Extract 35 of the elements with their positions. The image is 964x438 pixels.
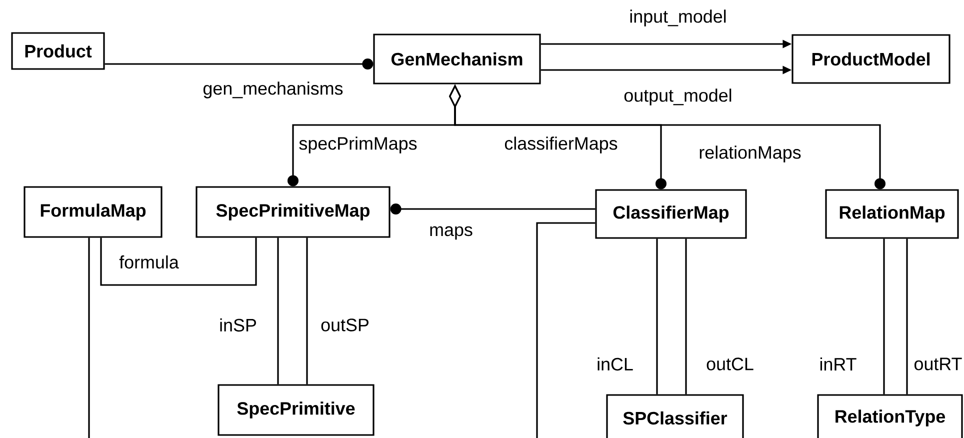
association-line <box>100 238 257 286</box>
class-box: SpecPrimitiveMap <box>196 186 390 238</box>
edge-label: inCL <box>596 356 634 372</box>
class-box: RelationMap <box>825 189 959 239</box>
association-line <box>883 238 885 394</box>
association-line <box>390 204 596 214</box>
edge-label: gen_mechanisms <box>202 80 344 100</box>
edge-label: maps <box>428 225 474 241</box>
edge-label: classifierMaps <box>503 136 619 154</box>
class-box: GenMechanism <box>373 34 541 84</box>
edge-label: relationMaps <box>698 144 802 164</box>
edge-label: outRT <box>912 356 964 372</box>
edge-label: formula <box>118 254 180 270</box>
edge-label: input_model <box>628 8 728 28</box>
class-box: ProductModel <box>792 34 950 84</box>
edge-label: outSP <box>320 318 370 332</box>
association-line <box>104 58 374 70</box>
edge-label: specPrimMaps <box>298 136 418 154</box>
class-box: SpecPrimitive <box>218 384 374 436</box>
edge-label: inRT <box>818 356 858 372</box>
association-line <box>536 222 596 438</box>
association-line <box>906 238 908 394</box>
class-box: SPClassifier <box>606 394 744 438</box>
class-box: ClassifierMap <box>595 189 747 239</box>
edge-label: outCL <box>705 356 755 372</box>
edge-label: inSP <box>218 317 258 333</box>
association-line <box>277 238 279 384</box>
association-line <box>656 238 658 394</box>
class-box: RelationType <box>817 394 963 438</box>
class-box: FormulaMap <box>24 186 162 238</box>
class-box: Product <box>11 32 105 70</box>
association-line <box>306 238 308 384</box>
association-line <box>88 238 90 438</box>
edge-label: output_model <box>622 88 734 106</box>
association-line <box>685 238 687 394</box>
